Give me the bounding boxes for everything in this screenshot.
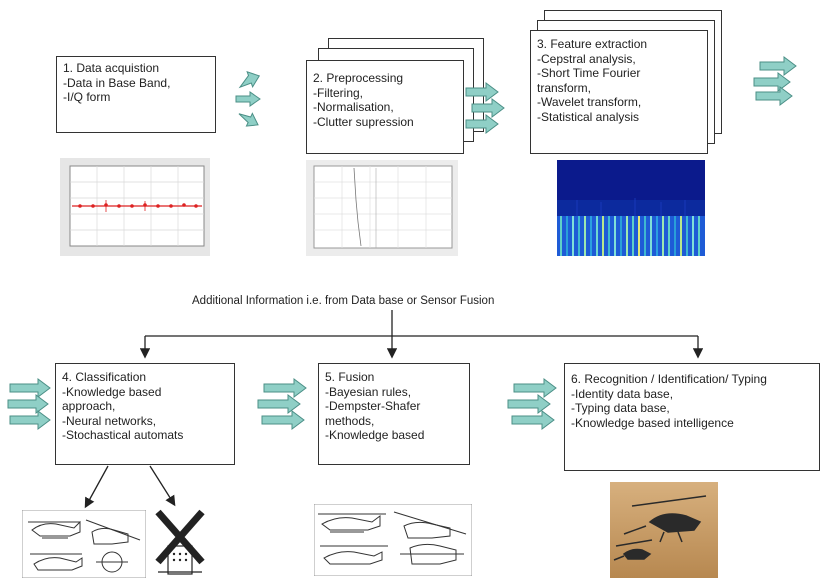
step3-line: -Cepstral analysis, [537,51,636,66]
step5-line: -Dempster-Shafer [325,399,421,413]
step2-line: -Clutter supression [313,114,414,129]
step1-box: 1. Data acquistion -Data in Base Band, -… [56,56,216,133]
step6-line: -Knowledge based intelligence [571,415,734,430]
step5-line: methods, [325,413,375,428]
flow-arrows [7,56,797,430]
step3-box: 3. Feature extraction -Cepstral analysis… [530,30,708,154]
helicopter-drawings-thumbnail [22,510,146,578]
step4-line: approach, [62,399,116,413]
step5-line: -Knowledge based [325,428,425,442]
step3-title: 3. Feature extraction [537,37,648,51]
spectrogram-thumbnail [557,160,705,256]
step3-line: -Wavelet transform, [537,95,642,109]
step6-line: -Typing data base, [571,401,670,415]
step3-line: -Statistical analysis [537,109,640,124]
step3-line: -Short Time Fourier [537,66,641,80]
step4-line: -Stochastical automats [62,428,184,442]
step2-line: -Filtering, [313,85,364,100]
step6-box: 6. Recognition / Identification/ Typing … [564,363,820,471]
step4-box: 4. Classification -Knowledge based appro… [55,363,235,465]
fusion-helicopter-drawings-thumbnail [314,504,472,576]
additional-info-connector [139,310,704,359]
step5-box: 5. Fusion -Bayesian rules, -Dempster-Sha… [318,363,470,465]
additional-info-label: Additional Information i.e. from Data ba… [192,295,495,307]
step4-line: -Neural networks, [62,413,157,428]
step5-line: -Bayesian rules, [325,384,412,399]
step3-line: transform, [537,80,592,95]
step5-title: 5. Fusion [325,370,375,384]
step1-line: -I/Q form [63,90,111,104]
step2-box: 2. Preprocessing -Filtering, -Normalisat… [306,60,464,154]
step6-line: -Identity data base, [571,386,674,401]
helicopter-photo-thumbnail [610,482,718,578]
step2-title: 2. Preprocessing [313,71,404,85]
step6-title: 6. Recognition / Identification/ Typing [571,372,767,386]
step1-line: -Data in Base Band, [63,75,171,90]
step4-line: -Knowledge based [62,384,162,399]
iq-signal-plot-thumbnail [60,158,210,256]
preprocessing-plot-thumbnail [306,160,458,256]
classification-output-arrows [84,465,176,509]
helicopter-rotor-topview-thumbnail [152,506,208,580]
step4-title: 4. Classification [62,370,147,384]
step2-line: -Normalisation, [313,100,394,114]
step1-title: 1. Data acquistion [63,61,160,75]
